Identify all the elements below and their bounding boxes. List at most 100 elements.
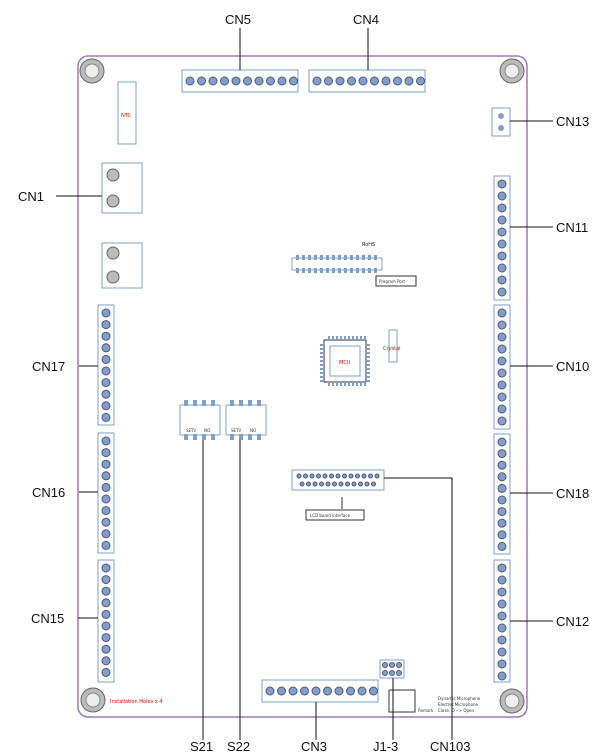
mcu-lead [320, 376, 324, 378]
cn11-pins [497, 179, 507, 297]
cn17-pin [101, 412, 111, 422]
cn5-pins [185, 76, 298, 86]
mcu-lead [320, 364, 324, 366]
cn3-pin [300, 686, 309, 696]
callout-s22: S22 [227, 739, 250, 754]
j1-3-pin [396, 662, 402, 668]
cn103-pin [371, 481, 376, 487]
program-port-pin [344, 255, 347, 260]
cn12-pin [497, 599, 507, 609]
mcu-lead [340, 336, 342, 340]
mcu-lead [336, 336, 338, 340]
cn103-pin [319, 481, 324, 487]
mcu-lead [360, 336, 362, 340]
cn103-pin [358, 481, 363, 487]
cn16-pin [101, 540, 111, 550]
cn16-pin [101, 459, 111, 469]
cn18-pin [497, 541, 507, 551]
cn16-pin [101, 436, 111, 446]
cn5-pin [231, 76, 241, 86]
mcu-lead [320, 380, 324, 382]
cn10-pin [497, 416, 507, 426]
cn3-pin [369, 686, 378, 696]
cn3-pin [346, 686, 355, 696]
switch-pin [248, 400, 252, 406]
switch-pin [239, 434, 243, 440]
program-port-pin [356, 268, 359, 273]
program-port-pin [326, 255, 329, 260]
cn18-pin [497, 483, 507, 493]
callout-s21: S21 [190, 739, 213, 754]
mounting-hole-top-right [499, 58, 525, 84]
mcu-label: MCU [339, 360, 351, 366]
mcu-die [329, 345, 361, 377]
cn10-pin [497, 356, 507, 366]
cn17-pin [101, 366, 111, 376]
mcu-lead [356, 382, 358, 386]
cn15-pin [101, 563, 111, 573]
j1-3-pin [382, 670, 388, 676]
remark-label: Remark [418, 708, 434, 713]
cn15-pin [101, 621, 111, 631]
switch-pin [193, 434, 197, 440]
cn5-pin [289, 76, 298, 86]
mcu-lead [366, 356, 370, 358]
s21-setv: SETV [186, 428, 197, 433]
cn13-pin [498, 125, 504, 131]
program-port-pin [362, 268, 365, 273]
mcu-lead [320, 344, 324, 346]
cn103-pin [351, 481, 357, 487]
callout-cn5: CN5 [225, 12, 251, 27]
cn11-pin [497, 215, 507, 225]
switch-pin [239, 400, 243, 406]
cn3-pin [357, 686, 367, 696]
cn1-hole [106, 194, 120, 208]
switch-s21 [179, 404, 221, 436]
callout-cn11: CN11 [556, 220, 588, 235]
crystal-label: Crystal [383, 346, 401, 352]
pcb-outline [77, 55, 528, 718]
s22-setv: SETV [231, 428, 242, 433]
cn18-pin [497, 460, 507, 470]
cn103-pins [296, 473, 380, 487]
cn10-pin [497, 392, 507, 402]
cn4-pins [312, 76, 425, 86]
cn103-pin [322, 473, 328, 479]
cn4-pin [347, 76, 356, 86]
j1-3-pin [382, 662, 388, 668]
cn12-pin [497, 611, 507, 621]
cn103-pin [306, 481, 311, 487]
cn3-pin [323, 686, 332, 696]
cn18-pins [497, 437, 507, 551]
program-port-pin [338, 255, 341, 260]
switch-pin [202, 400, 206, 406]
program-port-pin [356, 255, 359, 260]
j1-3-pin [389, 670, 395, 676]
switch-pin [211, 400, 215, 406]
cn15-pin [101, 598, 111, 608]
cn103-pin [345, 481, 350, 487]
mcu-lead [352, 336, 354, 340]
callout-cn16: CN16 [32, 485, 65, 500]
cn18-pin [497, 518, 507, 528]
cn15-pins [101, 563, 111, 677]
mcu-lead [348, 336, 350, 340]
program-port-pin [314, 255, 317, 260]
switch-pin [193, 400, 197, 406]
cn103-pin [299, 481, 305, 487]
cn103-pin [296, 473, 302, 479]
cn12-pin [497, 563, 507, 573]
cn103-pin [332, 481, 337, 487]
cn2-hole [106, 270, 120, 284]
mcu-chip [323, 339, 367, 383]
mcu-lead [348, 382, 350, 386]
cn10-pin [497, 368, 507, 378]
mcu-lead [320, 348, 324, 350]
cn5-pin [197, 76, 206, 86]
program-port-pin [326, 268, 329, 273]
legend-line-3: Close, O --> Open [438, 708, 475, 713]
cn3-pin [334, 686, 344, 696]
mcu-lead [332, 382, 334, 386]
lcd-interface-label: LCD board interface [310, 513, 351, 518]
cn16-pin [101, 517, 111, 527]
